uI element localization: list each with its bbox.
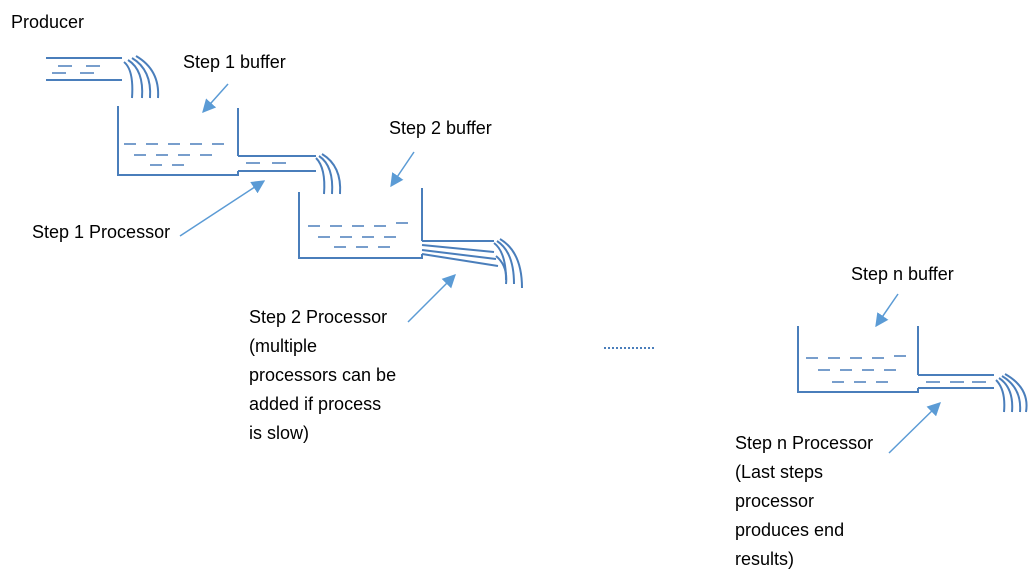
stepn-processor-line-3: processor	[735, 491, 815, 511]
stepn-processor-line-1: Step n Processor	[735, 433, 874, 453]
step2-processor-pipes	[421, 238, 523, 289]
step2-processor-line-2: (multiple	[249, 336, 318, 356]
arrow-step1-buffer	[202, 83, 229, 114]
step1-processor-label: Step 1 Processor	[32, 222, 171, 242]
stepn-buffer-tank	[797, 326, 919, 393]
arrow-step1-processor	[179, 180, 266, 237]
step2-processor-label: Step 2 Processor (multiple processors ca…	[249, 303, 396, 448]
arrow-step2-buffer	[390, 151, 415, 188]
arrow-step2-processor	[407, 274, 456, 323]
step2-processor-line-5: is slow)	[249, 423, 310, 443]
stepn-processor-line-5: results)	[735, 549, 795, 569]
step1-buffer-tank	[117, 106, 239, 176]
stepn-processor-pipe	[918, 373, 1028, 413]
producer-pipe	[46, 55, 160, 99]
step2-processor-line-4: added if process	[249, 394, 382, 414]
stepn-processor-label: Step n Processor (Last steps processor p…	[735, 429, 873, 574]
stepn-processor-line-2: (Last steps	[735, 462, 824, 482]
arrow-stepn-processor	[888, 402, 941, 454]
step1-processor-pipe	[238, 153, 342, 195]
producer-label: Producer	[11, 12, 85, 32]
arrow-stepn-buffer	[875, 293, 899, 328]
step2-buffer-tank	[298, 188, 423, 259]
step2-processor-line-1: Step 2 Processor	[249, 307, 388, 327]
step2-processor-line-3: processors can be	[249, 365, 397, 385]
stepn-buffer-label: Step n buffer	[851, 264, 954, 284]
step1-buffer-label: Step 1 buffer	[183, 52, 286, 72]
stepn-processor-line-4: produces end	[735, 520, 845, 540]
step2-buffer-label: Step 2 buffer	[389, 118, 492, 138]
